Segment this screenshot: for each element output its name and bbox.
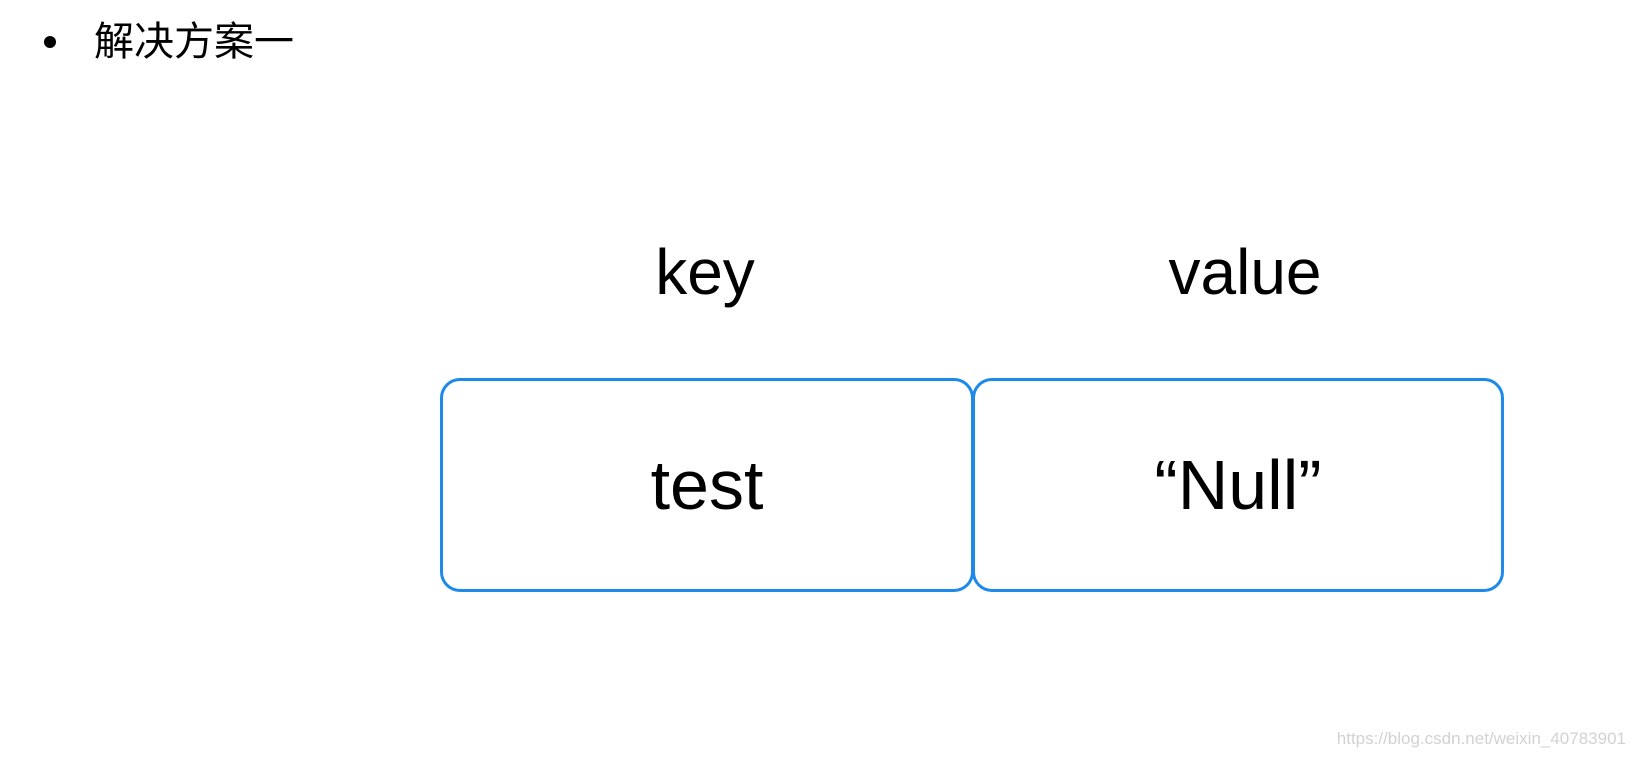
key-cell-text: test	[650, 446, 764, 524]
watermark: https://blog.csdn.net/weixin_40783901	[1336, 729, 1626, 748]
value-column-label: value	[1168, 236, 1322, 308]
key-column-label: key	[655, 236, 755, 308]
bullet-dot-icon	[44, 36, 56, 48]
key-cell: test	[440, 378, 974, 592]
bullet-text: 解决方案一	[94, 19, 294, 65]
value-cell: “Null”	[972, 378, 1504, 592]
value-cell-text: “Null”	[1154, 446, 1322, 524]
bullet-item: 解决方案一	[44, 12, 294, 72]
